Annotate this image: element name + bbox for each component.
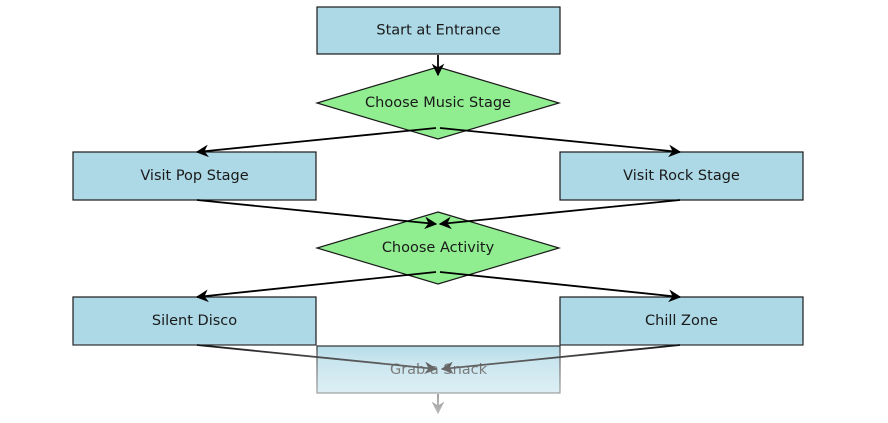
node-silent-disco-label: Silent Disco	[152, 313, 237, 329]
node-visit-rock-stage-label: Visit Rock Stage	[623, 168, 740, 184]
node-silent-disco[interactable]: Silent Disco	[72, 296, 317, 346]
edge-pop-stage-to-choose-activity	[196, 199, 438, 230]
node-choose-activity-diamond	[314, 211, 562, 285]
node-choose-music-stage-label: Choose Music Stage	[365, 95, 511, 111]
node-choose-activity-label: Choose Activity	[382, 240, 495, 256]
node-start-box	[316, 6, 561, 55]
node-visit-rock-stage[interactable]: Visit Rock Stage	[559, 151, 804, 201]
node-visit-rock-stage-box	[559, 151, 804, 201]
node-choose-music-stage-diamond	[314, 66, 562, 140]
edge-choose-activity-to-silent-disco	[195, 271, 437, 303]
node-choose-music-stage[interactable]: Choose Music Stage	[314, 66, 562, 140]
node-start[interactable]: Start at Entrance	[316, 6, 561, 55]
node-chill-zone-box	[559, 296, 804, 346]
edge-choose-music-stage-to-pop-stage	[195, 127, 437, 158]
node-visit-pop-stage-box	[72, 151, 317, 201]
edge-choose-activity-to-chill-zone	[439, 271, 682, 303]
node-choose-activity[interactable]: Choose Activity	[314, 211, 562, 285]
node-chill-zone-label: Chill Zone	[645, 313, 718, 329]
node-grab-a-snack[interactable]: Grab a Snack	[316, 345, 561, 394]
node-visit-pop-stage[interactable]: Visit Pop Stage	[72, 151, 317, 201]
node-silent-disco-box	[72, 296, 317, 346]
node-start-label: Start at Entrance	[376, 23, 500, 39]
node-chill-zone[interactable]: Chill Zone	[559, 296, 804, 346]
edge-rock-stage-to-choose-activity	[438, 199, 681, 230]
node-visit-pop-stage-label: Visit Pop Stage	[140, 168, 248, 184]
edge-choose-music-stage-to-rock-stage	[439, 127, 682, 158]
node-grab-a-snack-label: Grab a Snack	[390, 362, 488, 378]
